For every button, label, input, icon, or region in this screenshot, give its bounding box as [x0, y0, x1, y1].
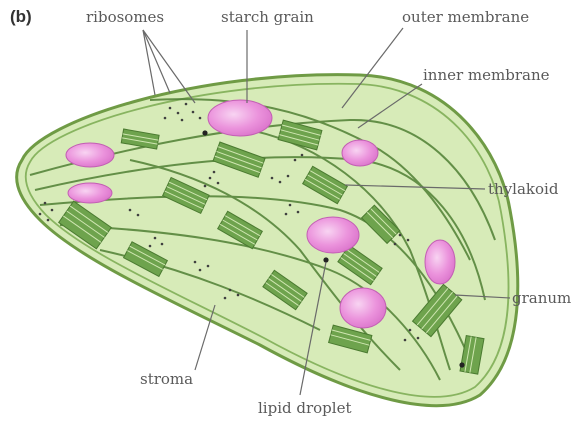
starch-grain-5: [307, 217, 359, 253]
starch-grain-3: [68, 183, 112, 203]
label-inner-membrane: inner membrane: [423, 66, 550, 84]
label-granum: granum: [512, 289, 571, 307]
starch-grain-1: [208, 100, 272, 136]
starch-grain-6: [425, 240, 455, 284]
starch-grain-4: [342, 140, 378, 166]
starch-grain-2: [66, 143, 114, 167]
panel-label: (b): [10, 7, 32, 26]
starch-grain-7: [340, 288, 386, 328]
label-lipid-droplet: lipid droplet: [258, 399, 351, 417]
label-ribosomes: ribosomes: [86, 8, 164, 26]
label-thylakoid: thylakoid: [488, 180, 559, 198]
label-stroma: stroma: [140, 370, 193, 388]
label-starch-grain: starch grain: [221, 8, 314, 26]
label-outer-membrane: outer membrane: [402, 8, 529, 26]
